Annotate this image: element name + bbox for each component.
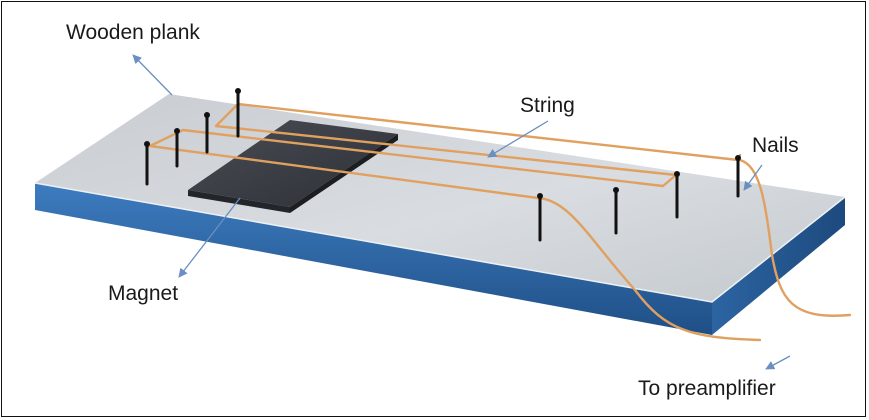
- nail: [537, 193, 543, 242]
- plank-end-side: [712, 197, 845, 335]
- label-to-preamplifier: To preamplifier: [638, 377, 776, 400]
- plank-front-side: [35, 183, 712, 335]
- label-wooden-plank: Wooden plank: [66, 21, 200, 44]
- nail: [613, 187, 619, 235]
- nail: [174, 128, 180, 168]
- plank-edge-highlight: [34, 182, 846, 303]
- magnet-side: [188, 190, 290, 213]
- plank-top-surface: [35, 94, 845, 302]
- nail: [735, 155, 741, 198]
- label-magnet: Magnet: [108, 282, 179, 305]
- wooden-plank: [34, 94, 846, 335]
- arrow-magnet: [178, 197, 241, 278]
- string-lead-lower: [536, 196, 762, 342]
- magnet: [188, 120, 398, 213]
- magnet-end: [290, 134, 398, 213]
- nail: [674, 171, 680, 219]
- magnet-top: [188, 120, 398, 207]
- label-string: String: [520, 94, 575, 117]
- callout-arrows: [132, 54, 791, 370]
- nail: [204, 112, 210, 154]
- nails: [144, 88, 741, 242]
- arrow-nails: [743, 164, 763, 191]
- label-nails: Nails: [752, 134, 799, 157]
- arrow-wooden-plank: [132, 54, 173, 96]
- nail: [235, 88, 241, 138]
- nail: [144, 141, 150, 186]
- arrow-preamplifier: [765, 355, 791, 370]
- arrow-string: [487, 120, 549, 158]
